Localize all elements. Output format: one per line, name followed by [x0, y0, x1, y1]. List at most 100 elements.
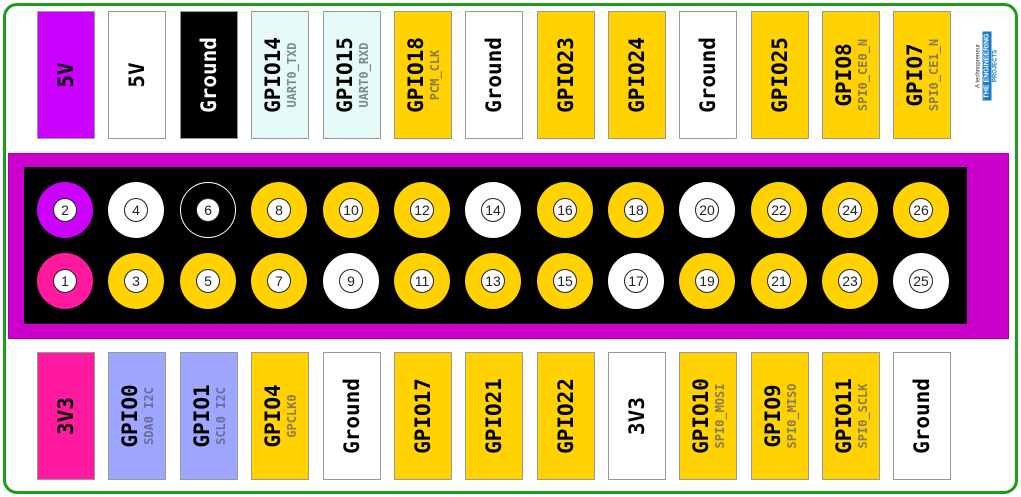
pin-number: 14 — [481, 198, 505, 222]
logo-title: THE ENGINEERING — [982, 31, 992, 101]
top-label-9: GPIO24 — [608, 11, 666, 139]
bottom-label-8: GPIO22 — [537, 352, 595, 480]
odd-pin-3: 3 — [108, 253, 164, 309]
odd-pin-5: 5 — [180, 253, 236, 309]
pin-function-name: GPIO10 — [689, 378, 713, 454]
pin-function-name: GPIO23 — [554, 37, 578, 113]
pin-function-name: GPIO0 — [118, 384, 142, 448]
even-pin-2: 2 — [37, 182, 93, 238]
pin-number: 7 — [267, 269, 291, 293]
odd-pin-9: 9 — [323, 253, 379, 309]
pin-function-name: GPIO1 — [190, 384, 214, 448]
pin-number: 5 — [196, 269, 220, 293]
pin-function-name: GPIO14 — [261, 37, 285, 113]
pin-function-name: GPIO9 — [761, 384, 785, 448]
top-label-2: 5V — [108, 11, 166, 139]
odd-pin-19: 19 — [679, 253, 735, 309]
bottom-label-13: Ground — [893, 352, 951, 480]
pin-alt-function: SPI0_MISO — [785, 383, 799, 449]
even-pin-12: 12 — [394, 182, 450, 238]
odd-pin-7: 7 — [251, 253, 307, 309]
pin-function-name: GPIO7 — [903, 43, 927, 107]
pin-number: 26 — [909, 198, 933, 222]
bottom-label-1: 3V3 — [37, 352, 95, 480]
bottom-label-7: GPIO21 — [465, 352, 523, 480]
pin-function-name: GPIO15 — [333, 37, 357, 113]
even-pin-4: 4 — [108, 182, 164, 238]
pin-number: 22 — [767, 198, 791, 222]
even-pin-6: 6 — [180, 182, 236, 238]
pin-number: 19 — [695, 269, 719, 293]
pin-function-name: GPIO24 — [625, 37, 649, 113]
pin-function-name: GPIO11 — [832, 378, 856, 454]
pin-number: 12 — [410, 198, 434, 222]
pin-function-name: 5V — [54, 62, 78, 88]
pin-number: 6 — [196, 198, 220, 222]
pin-number: 23 — [838, 269, 862, 293]
pin-alt-function: SPI0_SCLK — [856, 383, 870, 449]
pin-function-name: GPIO18 — [404, 37, 428, 113]
pin-function-name: Ground — [340, 378, 364, 454]
pin-alt-function: SPI0_CE1_N — [927, 38, 941, 112]
even-pin-18: 18 — [608, 182, 664, 238]
pin-number: 24 — [838, 198, 862, 222]
pin-alt-function: SPI0_MOSI — [713, 383, 727, 449]
even-pin-20: 20 — [679, 182, 735, 238]
top-label-3: Ground — [180, 11, 238, 139]
even-pin-14: 14 — [465, 182, 521, 238]
even-pin-26: 26 — [893, 182, 949, 238]
bottom-label-6: GPIO17 — [394, 352, 452, 480]
pin-alt-function: SDA0 I2C — [142, 387, 156, 445]
pin-alt-function: UART0_TXD — [285, 42, 299, 108]
odd-pin-25: 25 — [893, 253, 949, 309]
even-pin-24: 24 — [822, 182, 878, 238]
pin-function-name: GPIO4 — [261, 384, 285, 448]
pin-number: 20 — [695, 198, 719, 222]
pin-alt-function: SPI0_CE0_N — [856, 38, 870, 112]
pin-function-name: GPIO22 — [554, 378, 578, 454]
odd-pin-13: 13 — [465, 253, 521, 309]
pin-function-name: GPIO25 — [768, 37, 792, 113]
top-label-10: Ground — [679, 11, 737, 139]
odd-pin-15: 15 — [537, 253, 593, 309]
top-label-7: Ground — [465, 11, 523, 139]
pin-alt-function: SCL0 I2C — [214, 387, 228, 445]
pin-alt-function: UART0_RXD — [357, 42, 371, 108]
pin-number: 13 — [481, 269, 505, 293]
pin-number: 17 — [624, 269, 648, 293]
pin-number: 1 — [53, 269, 77, 293]
pin-function-name: Ground — [910, 378, 934, 454]
pin-function-name: 3V3 — [625, 397, 649, 435]
even-pin-22: 22 — [751, 182, 807, 238]
top-label-8: GPIO23 — [537, 11, 595, 139]
pin-function-name: Ground — [696, 37, 720, 113]
bottom-label-9: 3V3 — [608, 352, 666, 480]
logo-subtitle: PROJECTS — [992, 49, 999, 83]
logo-tagline: A technopreneur — [975, 43, 982, 89]
engineering-projects-logo: A technopreneur THE ENGINEERING PROJECTS — [968, 18, 1006, 138]
top-label-11: GPIO25 — [751, 11, 809, 139]
even-pin-10: 10 — [323, 182, 379, 238]
pin-number: 21 — [767, 269, 791, 293]
top-label-1: 5V — [37, 11, 95, 139]
pin-number: 3 — [124, 269, 148, 293]
pin-number: 4 — [124, 198, 148, 222]
pin-number: 16 — [553, 198, 577, 222]
pin-number: 8 — [267, 198, 291, 222]
pin-function-name: GPIO17 — [411, 378, 435, 454]
odd-pin-1: 1 — [37, 253, 93, 309]
pin-number: 11 — [410, 269, 434, 293]
pin-function-name: 5V — [125, 62, 149, 88]
pin-number: 25 — [909, 269, 933, 293]
pin-number: 18 — [624, 198, 648, 222]
